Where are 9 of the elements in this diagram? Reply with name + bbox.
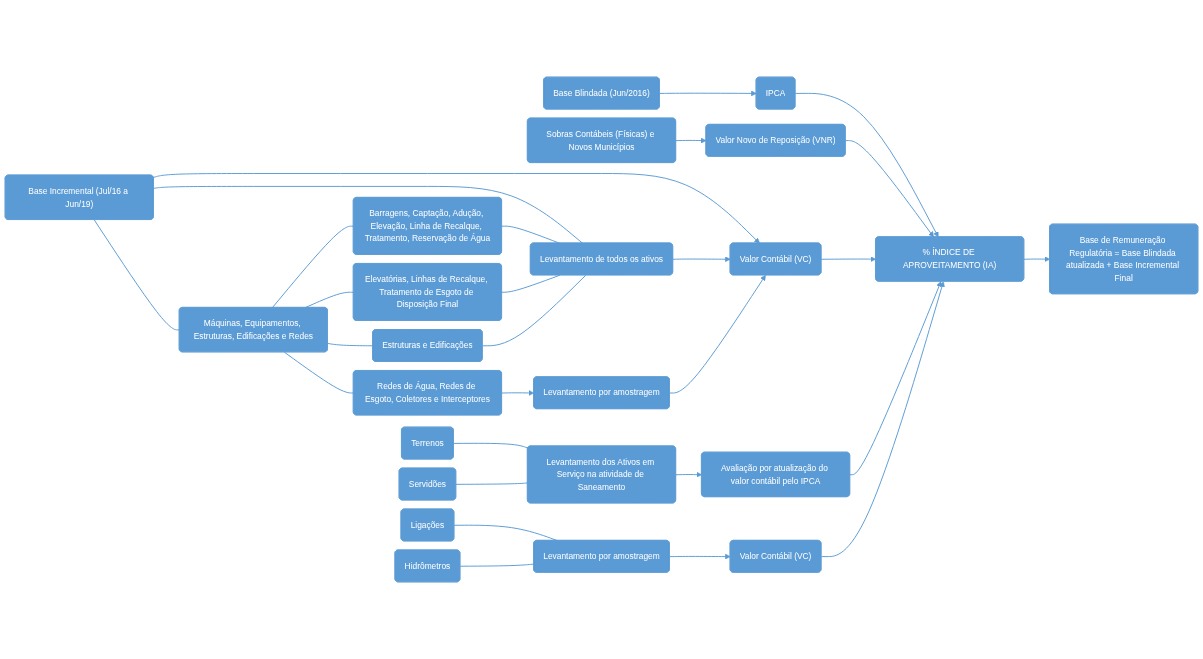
connector bbox=[271, 225, 355, 309]
connector bbox=[93, 219, 181, 331]
connector bbox=[482, 274, 587, 347]
connector bbox=[501, 274, 561, 293]
connector bbox=[459, 563, 535, 567]
connector bbox=[327, 343, 374, 347]
connector bbox=[283, 351, 355, 394]
connector bbox=[453, 442, 529, 449]
connector bbox=[455, 482, 529, 485]
